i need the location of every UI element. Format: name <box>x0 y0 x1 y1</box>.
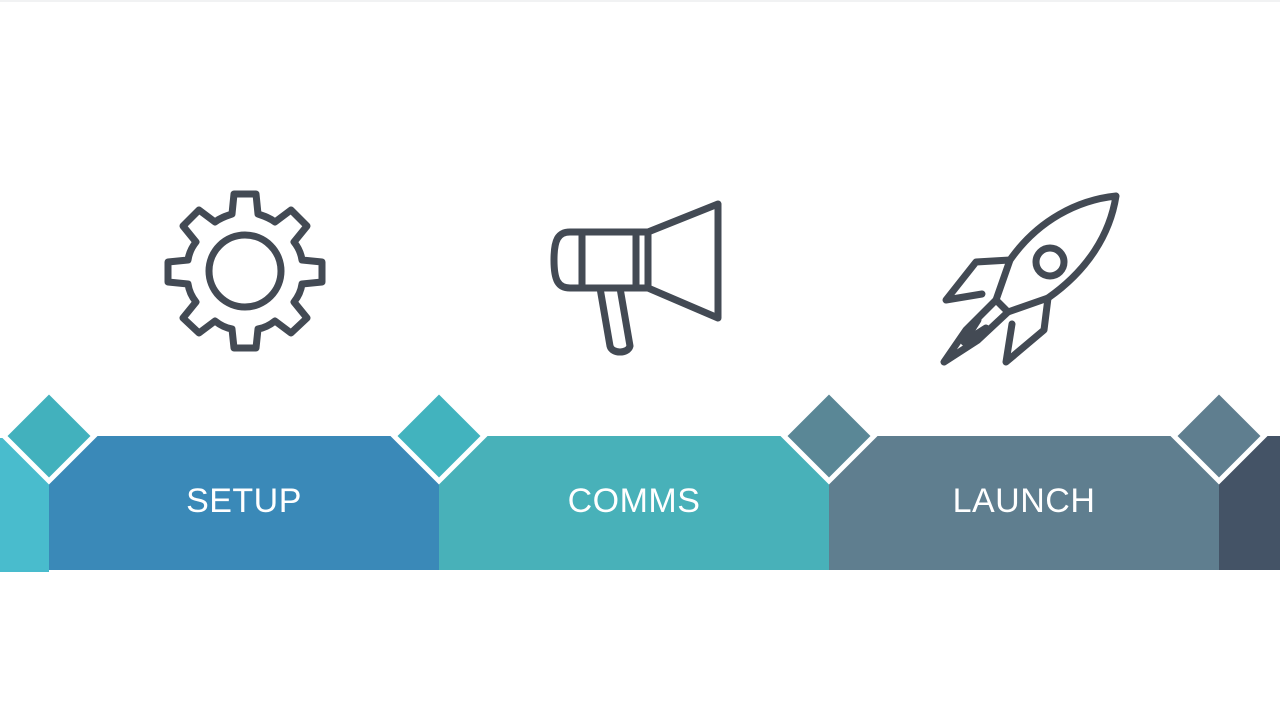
stage-label-setup: SETUP <box>186 482 302 520</box>
stage-band <box>0 390 1280 572</box>
stage-segment-setup <box>49 436 439 570</box>
diamond-marker <box>0 390 98 485</box>
stage-segment-launch <box>829 436 1219 570</box>
megaphone-icon <box>548 196 724 358</box>
stage-label-launch: LAUNCH <box>952 482 1096 520</box>
diamond-marker <box>1170 390 1268 485</box>
top-edge <box>0 0 1280 2</box>
diamond-marker <box>390 390 488 485</box>
edge-segment-right <box>1219 436 1280 570</box>
rocket-icon <box>938 190 1122 370</box>
stage-segment-comms <box>439 436 829 570</box>
stage-label-comms: COMMS <box>567 482 701 520</box>
gear-icon <box>162 188 328 354</box>
diamond-marker <box>780 390 878 485</box>
